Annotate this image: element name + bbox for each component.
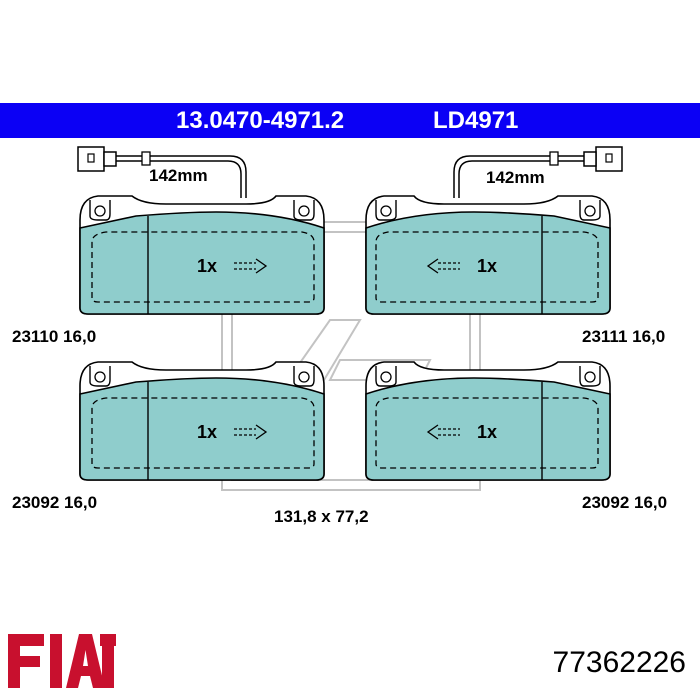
arrow-right-icon bbox=[234, 258, 268, 274]
title-bar: 13.0470-4971.2 LD4971 bbox=[0, 103, 700, 138]
pad-code: 23111 16,0 bbox=[582, 327, 666, 346]
arrow-right-icon bbox=[234, 424, 268, 440]
sensor-wire-right bbox=[453, 146, 623, 198]
pad-quantity: 1x bbox=[197, 256, 218, 276]
brake-pad-top-right bbox=[365, 195, 611, 315]
pad-quantity: 1x bbox=[477, 422, 498, 442]
pad-dimensions: 131,8 x 77,2 bbox=[274, 507, 369, 526]
brake-pad-bottom-right bbox=[365, 361, 611, 481]
reference-code: LD4971 bbox=[433, 107, 519, 134]
pad-quantity: 1x bbox=[477, 256, 498, 276]
arrow-left-icon bbox=[426, 424, 460, 440]
sensor-wire-left bbox=[77, 146, 247, 198]
pad-code: 23110 16,0 bbox=[12, 327, 97, 346]
part-number: 13.0470-4971.2 bbox=[176, 107, 345, 134]
wire-length-label: 142mm bbox=[486, 168, 545, 187]
fiat-logo bbox=[8, 634, 116, 688]
brake-pad-bottom-left bbox=[79, 361, 325, 481]
pad-code: 23092 16,0 bbox=[12, 493, 98, 512]
pad-quantity: 1x bbox=[197, 422, 218, 442]
wire-length-label: 142mm bbox=[149, 166, 208, 185]
arrow-left-icon bbox=[426, 258, 460, 274]
brake-pad-top-left bbox=[79, 195, 325, 315]
pad-code: 23092 16,0 bbox=[582, 493, 668, 512]
oem-part-number: 77362226 bbox=[552, 646, 686, 679]
